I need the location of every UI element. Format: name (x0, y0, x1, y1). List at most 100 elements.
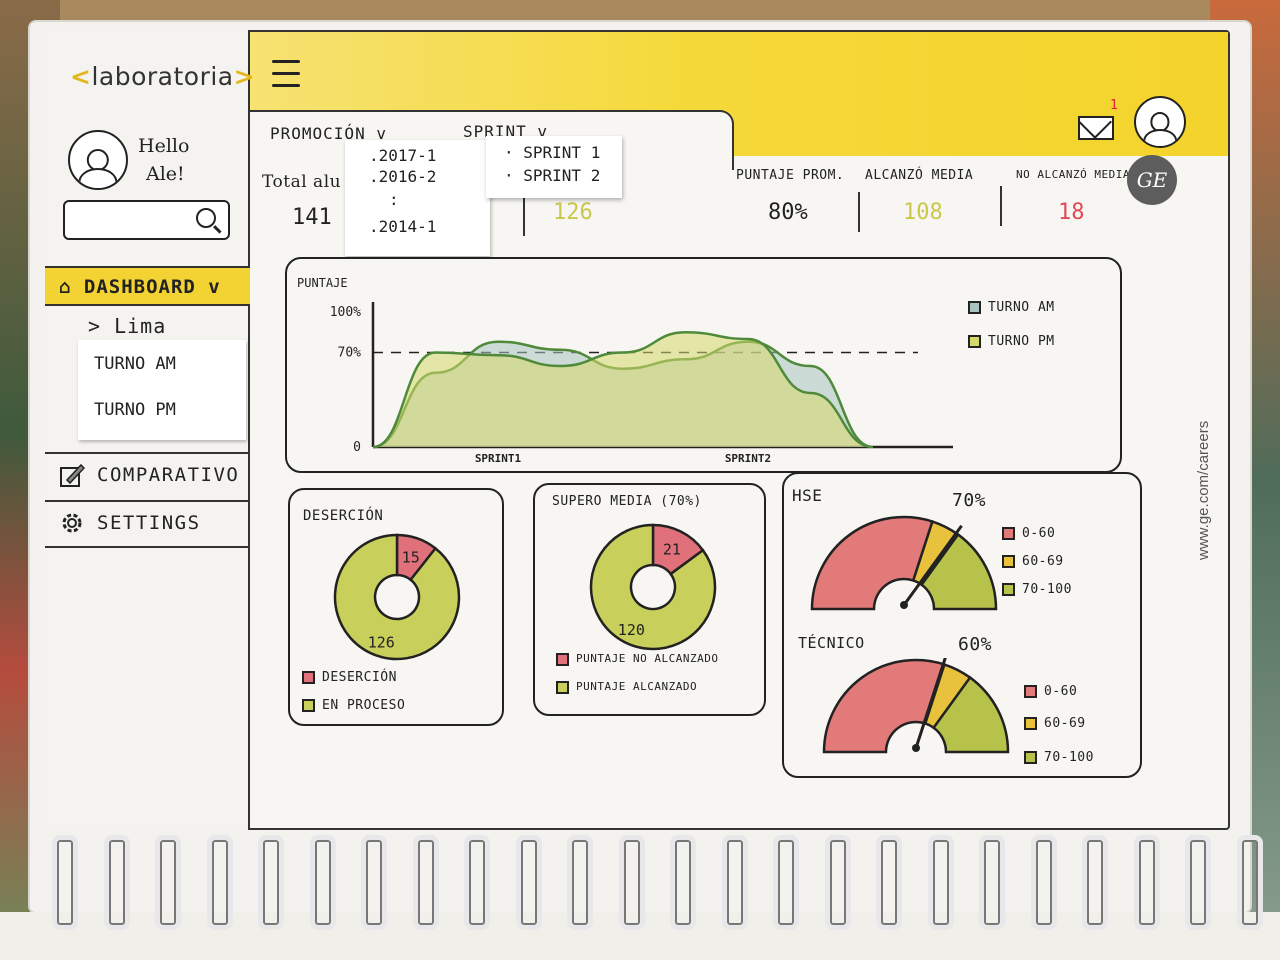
avg-score-value: 80% (768, 200, 808, 225)
second-value: 126 (553, 200, 593, 225)
spiral-ring (412, 835, 439, 930)
legend-swatch-am (968, 301, 981, 314)
nav-settings[interactable]: SETTINGS (45, 500, 250, 548)
donut-value-label: 120 (618, 621, 645, 639)
legend-no-alcanzado: PUNTAJE NO ALCANZADO (556, 652, 718, 666)
spiral-ring (206, 835, 233, 930)
search-input[interactable] (63, 200, 230, 240)
total-value: 141 (292, 205, 332, 230)
legend-swatch-red (1002, 527, 1015, 540)
spiral-ring (721, 835, 748, 930)
legend-swatch-yellow (1024, 717, 1037, 730)
tecnico-legend-0-60: 0-60 (1024, 684, 1077, 699)
option-sprint-2[interactable]: · SPRINT 2 (504, 166, 601, 185)
tecnico-legend-60-69: 60-69 (1024, 716, 1086, 731)
supero-media-panel (533, 483, 766, 716)
mail-icon[interactable] (1078, 116, 1114, 140)
gauge-segment-0 (822, 658, 947, 754)
spiral-ring (52, 835, 78, 930)
option-2016-2[interactable]: .2016-2 (369, 167, 437, 186)
edit-icon (60, 463, 85, 487)
sprint-options: · SPRINT 1 · SPRINT 2 (486, 136, 622, 198)
desercion-title: DESERCIÓN (303, 508, 384, 524)
gauge-needle-pivot (912, 744, 920, 752)
spiral-ring (464, 835, 490, 930)
legend-swatch-red (1024, 685, 1037, 698)
legend-turno-am: TURNO AM (968, 300, 1055, 315)
hse-title: HSE (792, 486, 823, 505)
x-tick-label: SPRINT2 (725, 452, 771, 465)
spiral-ring (103, 835, 130, 930)
not-reached-label: NO ALCANZÓ MEDIA (1016, 168, 1130, 181)
home-icon: ⌂ (59, 276, 84, 298)
hamburger-icon[interactable] (272, 60, 300, 96)
y-tick-label: 100% (330, 305, 361, 320)
gauge-segment-2 (919, 532, 998, 611)
x-tick-label: SPRINT1 (475, 452, 522, 465)
tecnico-gauge-chart (822, 658, 1010, 754)
separator (523, 196, 525, 236)
shift-submenu: TURNO AM TURNO PM (78, 340, 246, 440)
option-sprint-1[interactable]: · SPRINT 1 (504, 143, 601, 162)
hse-gauge-chart (810, 515, 998, 611)
donut-slice-1 (589, 523, 717, 651)
separator (1000, 186, 1002, 226)
spiral-ring (876, 835, 902, 930)
option-2014-1[interactable]: .2014-1 (369, 217, 437, 236)
promocion-options: .2017-1 .2016-2 : .2014-1 (345, 140, 490, 256)
nav-dashboard[interactable]: ⌂ DASHBOARD v (45, 266, 250, 306)
app-logo[interactable]: <laboratoria> (70, 62, 256, 91)
hse-value-label: 70% (952, 490, 987, 511)
gauge-needle-pivot (900, 601, 908, 609)
reached-value: 108 (903, 200, 943, 225)
legend-swatch-red (556, 652, 569, 666)
y-tick-label: 70% (338, 346, 362, 361)
y-tick-label: 0 (353, 440, 361, 455)
legend-swatch-green (302, 699, 315, 712)
promocion-dropdown[interactable]: PROMOCIÓN v (270, 124, 387, 143)
nav-location-lima[interactable]: > Lima (88, 314, 167, 338)
spiral-ring (155, 835, 181, 930)
legend-swatch-green (1024, 751, 1037, 764)
supero-media-title: SUPERO MEDIA (70%) (552, 494, 702, 509)
header-avatar[interactable] (1134, 96, 1186, 148)
gauge-segment-2 (931, 675, 1010, 754)
donut-slice-1 (333, 533, 461, 661)
spiral-ring (979, 835, 1005, 930)
spiral-ring (773, 835, 799, 930)
legend-en-proceso: EN PROCESO (302, 698, 405, 713)
spiral-ring (567, 835, 593, 930)
legend-swatch-yellow (1002, 555, 1015, 568)
chevron-down-icon: v (208, 276, 221, 298)
donut-value-label: 21 (663, 541, 681, 559)
careers-url: www.ge.com/careers (1195, 420, 1212, 560)
legend-alcanzado: PUNTAJE ALCANZADO (556, 680, 697, 694)
legend-swatch-green (1002, 583, 1015, 596)
spiral-ring (1030, 835, 1057, 930)
legend-turno-pm: TURNO PM (968, 334, 1055, 349)
spiral-ring (258, 835, 284, 930)
user-avatar[interactable] (68, 130, 128, 190)
y-axis-label: PUNTAJE (297, 276, 348, 290)
option-ellipsis: : (389, 190, 399, 209)
nav-turno-am[interactable]: TURNO AM (94, 354, 176, 374)
nav-comparativo[interactable]: COMPARATIVO (45, 452, 250, 496)
option-2017-1[interactable]: .2017-1 (369, 146, 437, 165)
tecnico-legend-70-100: 70-100 (1024, 750, 1094, 765)
nav-turno-pm[interactable]: TURNO PM (94, 400, 176, 420)
avg-score-label: PUNTAJE PROM. (736, 168, 845, 183)
donut-value-label: 126 (368, 633, 395, 651)
spiral-ring (618, 835, 645, 930)
spiral-ring (515, 835, 542, 930)
user-greeting: Hello Ale! (138, 135, 190, 185)
donut-value-label: 15 (402, 548, 420, 566)
gear-icon (62, 513, 82, 533)
legend-desercion: DESERCIÓN (302, 670, 397, 685)
separator (858, 192, 860, 232)
spiral-ring (1185, 835, 1211, 930)
legend-swatch-pm (968, 335, 981, 348)
spiral-ring (309, 835, 336, 930)
tecnico-title: TÉCNICO (798, 634, 865, 652)
search-icon[interactable] (196, 208, 216, 228)
